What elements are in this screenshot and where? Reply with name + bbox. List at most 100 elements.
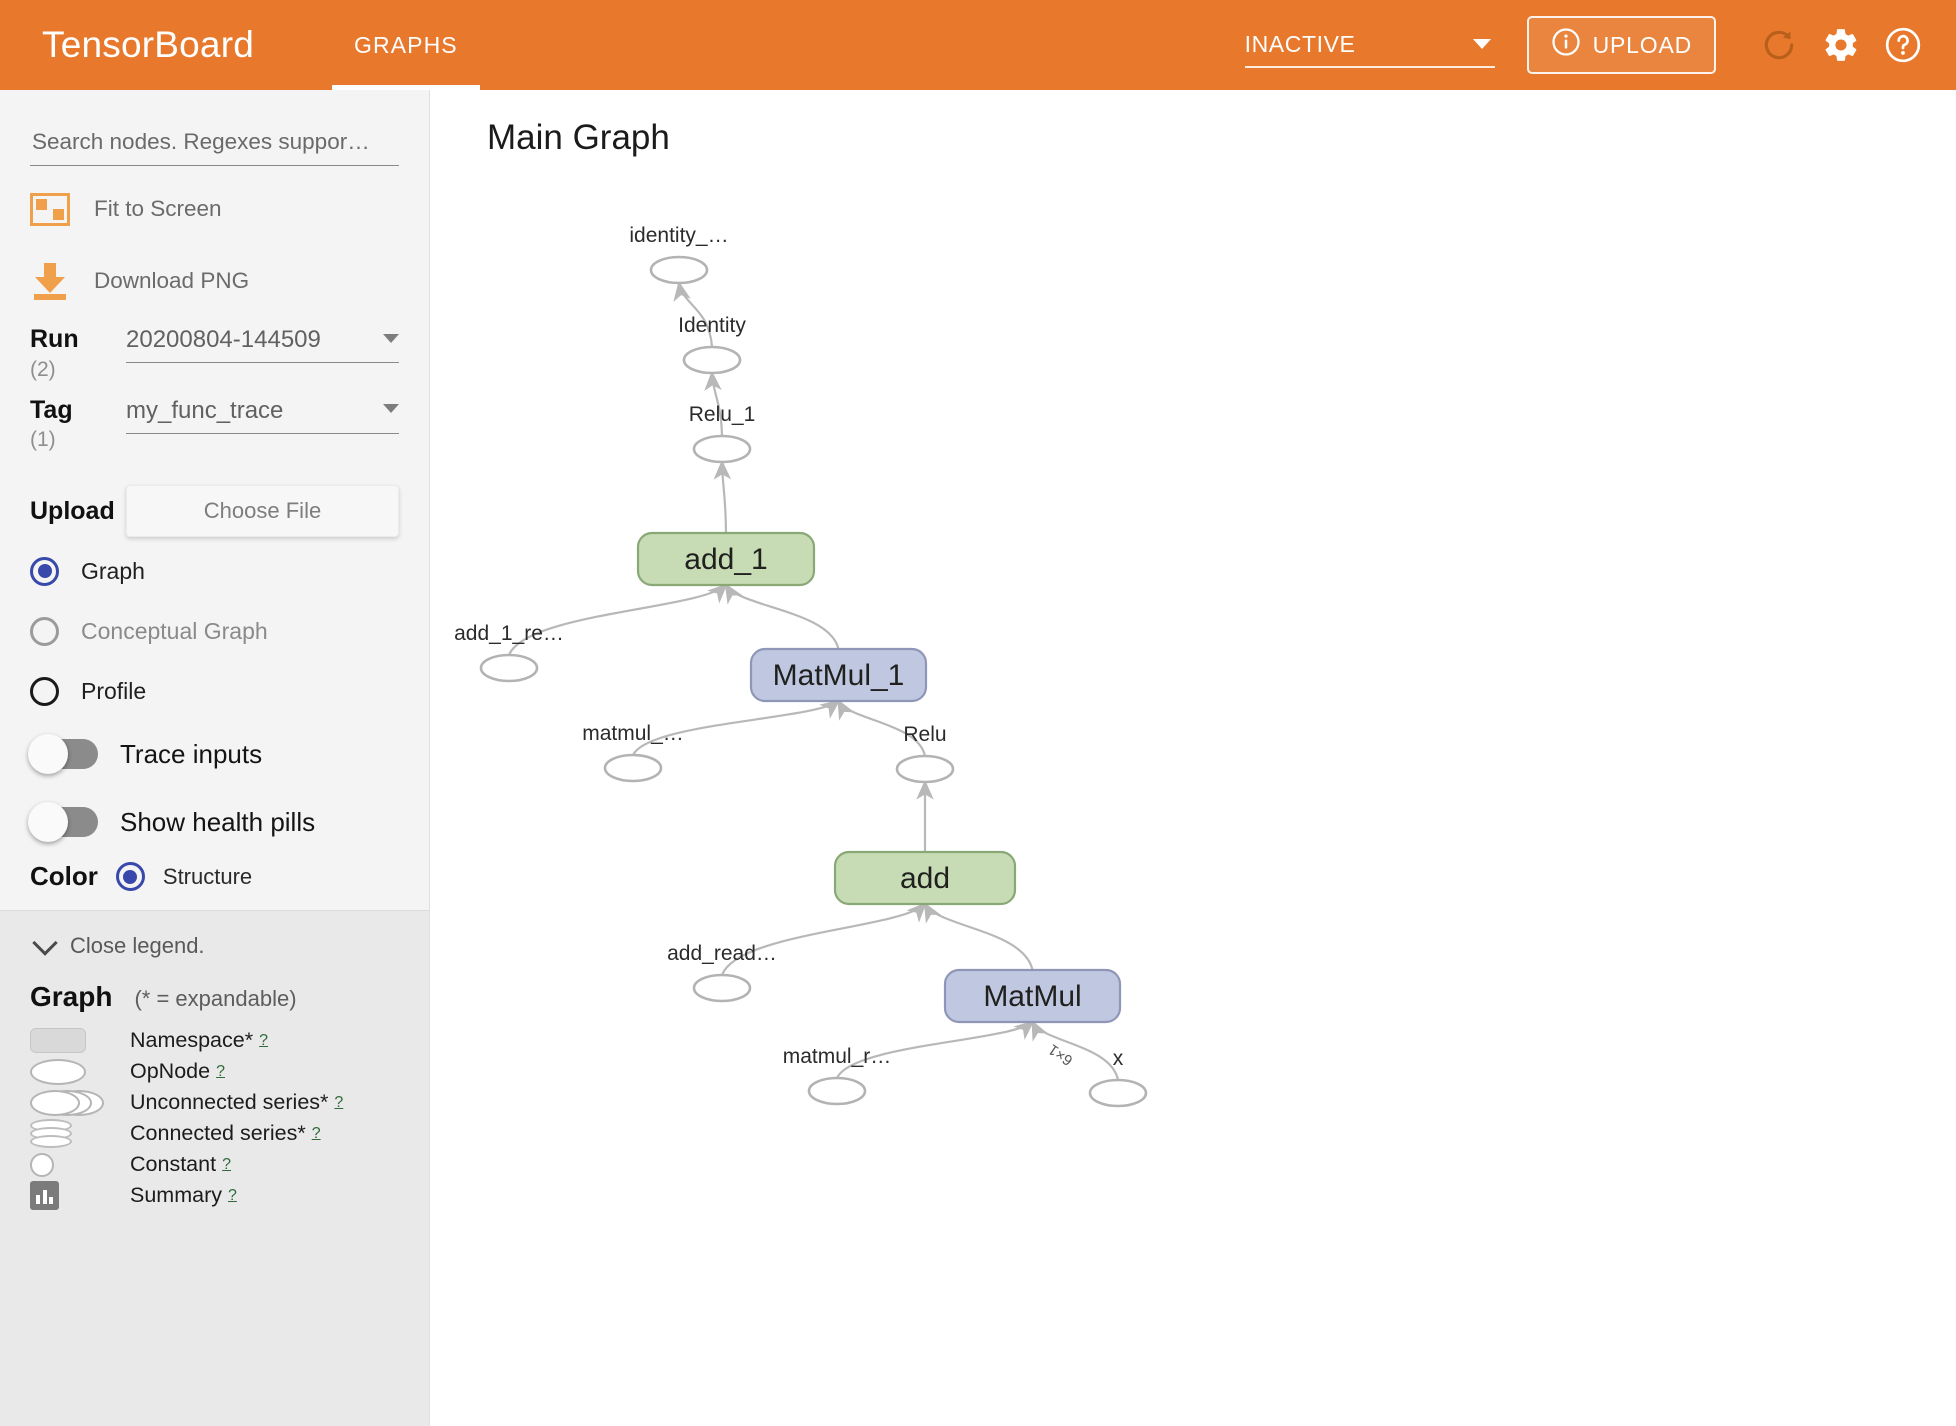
color-key-label: Color [30,861,98,892]
help-link-icon[interactable]: ? [222,1155,231,1173]
graph-node-MatMul_1[interactable]: MatMul_1 [749,647,928,703]
node-label: x [1113,1047,1124,1070]
choose-file-button[interactable]: Choose File [126,485,399,538]
close-legend-label: Close legend. [70,933,205,959]
node-shape [603,753,663,783]
radio-profile[interactable]: Profile [30,665,399,717]
help-link-icon[interactable]: ? [227,1186,237,1204]
legend-item-label: Namespace* [130,1028,254,1053]
help-link-icon[interactable]: ? [259,1031,268,1049]
radio-conceptual-graph[interactable]: Conceptual Graph [30,605,399,657]
node-label: Relu [903,723,946,746]
graph-edge [836,1020,1035,1079]
tag-key-label: Tag [30,395,73,424]
upload-button-label: UPLOAD [1592,31,1692,58]
legend-title-row: Graph (* = expandable) [30,981,399,1013]
tab-graphs-label: GRAPHS [354,31,458,58]
namespace-swatch-icon [30,1028,130,1054]
node-label: MatMul [983,980,1081,1013]
help-link-icon[interactable]: ? [311,1124,321,1142]
radio-color-structure-label: Structure [162,863,253,889]
graph-node-add_read[interactable]: add_read… [667,942,777,1003]
legend-panel: Close legend. Graph (* = expandable) Nam… [0,911,429,1426]
edge-shape-label: 6×1 [1045,1041,1076,1069]
download-png-label: Download PNG [94,268,250,293]
graph-node-MatMul[interactable]: MatMul [943,968,1122,1024]
radio-graph[interactable]: Graph [30,545,399,597]
toggle-trace-inputs[interactable]: Trace inputs [28,723,399,785]
sidebar: Fit to Screen Download PNG Run (2) 20200… [0,90,430,1426]
download-png-button[interactable]: Download PNG [30,252,399,310]
graph-node-add_1_read[interactable]: add_1_re… [454,622,564,683]
legend-item-label: Constant [130,1152,217,1177]
node-label: matmul_r… [783,1045,892,1068]
opnode-swatch-icon [30,1058,130,1085]
chevron-down-icon [383,333,399,343]
tab-graphs[interactable]: GRAPHS [332,0,480,90]
chevron-down-icon [32,930,58,956]
graph-edges: 6×1 [507,280,1120,1081]
toggle-trace-inputs-switch [28,734,98,775]
fit-to-screen-icon [30,192,70,226]
sidebar-controls: Fit to Screen Download PNG Run (2) 20200… [0,128,429,910]
app-header: TensorBoard GRAPHS INACTIVE UPLOAD [0,0,1956,90]
radio-graph-label: Graph [81,557,145,584]
fit-to-screen-label: Fit to Screen [94,196,222,221]
graph-node-matmul_read[interactable]: matmul_r… [783,1045,892,1106]
graph-node-x[interactable]: x [1088,1047,1148,1108]
fit-to-screen-button[interactable]: Fit to Screen [30,180,399,238]
run-status-value: INACTIVE [1244,30,1356,57]
graph-node-add[interactable]: add [833,850,1017,906]
node-shape [692,973,752,1003]
upload-row: Upload Choose File [30,485,399,538]
radio-profile-label: Profile [81,677,147,704]
node-shape [807,1076,867,1106]
connected-series-swatch-icon [30,1118,130,1149]
info-icon [1551,27,1581,63]
legend-item-label: Connected series* [130,1121,306,1146]
upload-key-label: Upload [30,496,115,525]
close-legend-button[interactable]: Close legend. [30,930,399,959]
toggle-show-health-pills[interactable]: Show health pills [28,791,399,853]
graph-node-Relu_1[interactable]: Relu_1 [689,403,756,464]
help-icon[interactable] [1872,14,1934,76]
legend-item-connected-series: Connected series* ? [30,1118,399,1149]
graph-node-Relu[interactable]: Relu [895,723,955,784]
graph-node-matmul_read1[interactable]: matmul_… [582,722,684,783]
chevron-down-icon [383,404,399,414]
refresh-icon[interactable] [1748,14,1810,76]
graph-edge [632,699,841,756]
legend-item-namespace: Namespace* ? [30,1025,399,1056]
gear-icon[interactable] [1810,14,1872,76]
node-label: MatMul_1 [773,659,905,692]
upload-button[interactable]: UPLOAD [1526,16,1716,74]
radio-conceptual-graph-label: Conceptual Graph [81,617,268,644]
graph-node-add_1[interactable]: add_1 [636,531,816,587]
run-row: Run (2) 20200804-144509 [30,325,399,381]
graph-node-Identity[interactable]: Identity [678,314,746,375]
run-status-dropdown[interactable]: INACTIVE [1244,22,1495,68]
help-link-icon[interactable]: ? [334,1093,344,1111]
header-right-controls: INACTIVE UPLOAD [1244,0,1956,90]
tag-dropdown[interactable]: my_func_trace [126,397,399,434]
sidebar-divider [0,910,429,912]
run-dropdown[interactable]: 20200804-144509 [126,326,399,363]
page-title: Main Graph [487,118,670,157]
help-link-icon[interactable]: ? [216,1062,225,1080]
run-key: Run (2) [30,325,126,381]
node-shape [636,531,816,587]
node-label: add_1_re… [454,622,564,645]
legend-item-label: OpNode [130,1059,211,1084]
toggle-show-health-pills-switch [28,802,98,843]
run-count: (2) [30,357,56,381]
graph-node-identity_out[interactable]: identity_… [629,224,729,285]
node-shape [1088,1078,1148,1108]
radio-color-structure-indicator[interactable] [115,862,145,892]
graph-edge [720,902,927,976]
search-input[interactable] [30,128,399,156]
run-key-label: Run [30,325,79,353]
